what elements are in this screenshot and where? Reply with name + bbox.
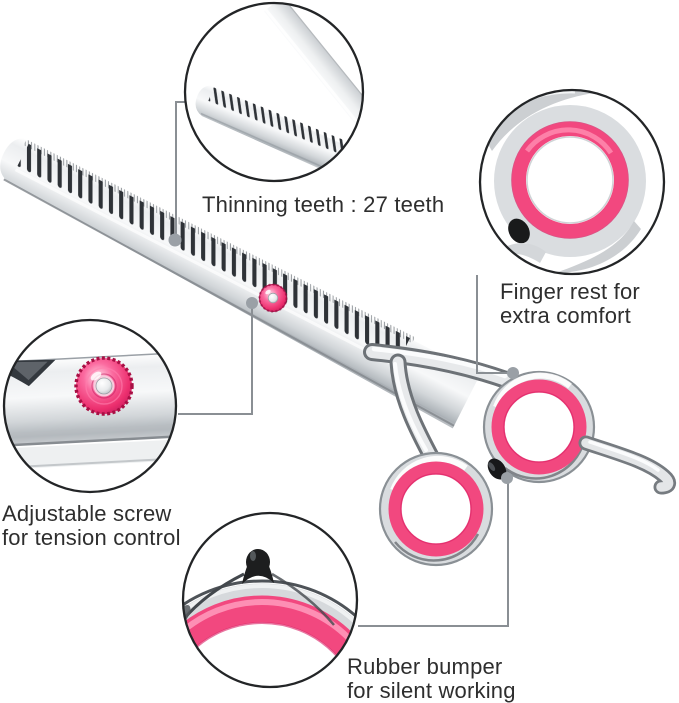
callout-dots xyxy=(168,233,519,484)
inset-screw-closeup xyxy=(2,318,178,494)
lower-shank xyxy=(389,353,442,469)
thinning-blade xyxy=(0,138,480,429)
finger-ring xyxy=(378,451,494,567)
label-finger-rest: Finger rest for extra comfort xyxy=(500,280,640,328)
inset-plain-blade xyxy=(264,3,363,144)
inset-finger-rest-closeup xyxy=(478,88,666,276)
thumb-ring-pink-insert xyxy=(491,379,587,475)
callout-line-bumper xyxy=(358,481,509,627)
callout-dot-screw xyxy=(246,297,258,309)
callout-line-finger-rest xyxy=(476,275,510,374)
label-thinning-teeth: Thinning teeth : 27 teeth xyxy=(202,193,444,217)
callout-dot-bumper xyxy=(501,472,513,484)
finger-ring-pink-insert xyxy=(388,461,484,557)
finger-rest-tang xyxy=(578,435,676,495)
label-rubber-bumper: Rubber bumper for silent working xyxy=(347,655,516,703)
label-rubber-bumper-line1: Rubber bumper xyxy=(347,654,503,679)
upper-shank xyxy=(363,343,526,393)
tension-screw xyxy=(258,283,288,313)
inset-bumper-closeup xyxy=(181,511,359,689)
label-thinning-teeth-text: Thinning teeth : 27 teeth xyxy=(202,192,445,217)
inset-pink-band xyxy=(183,595,357,687)
rubber-bumper xyxy=(487,458,507,480)
inset-pink-screw xyxy=(74,356,134,416)
label-adjustable-screw-line2: for tension control xyxy=(2,525,181,550)
callout-line-screw xyxy=(178,305,253,415)
label-adjustable-screw: Adjustable screw for tension control xyxy=(2,502,181,550)
callout-dot-teeth xyxy=(168,233,182,247)
inset-bumper-tip xyxy=(508,218,530,244)
label-adjustable-screw-line1: Adjustable screw xyxy=(2,501,172,526)
thumb-ring xyxy=(482,370,596,484)
scissors-illustration xyxy=(0,138,676,567)
label-finger-rest-line2: extra comfort xyxy=(500,303,631,328)
inset-bumper-knob xyxy=(242,549,274,584)
label-finger-rest-line1: Finger rest for xyxy=(500,279,640,304)
callout-dot-finger-rest xyxy=(507,367,519,379)
label-rubber-bumper-line2: for silent working xyxy=(347,678,516,703)
inset-teeth-closeup xyxy=(183,1,365,183)
